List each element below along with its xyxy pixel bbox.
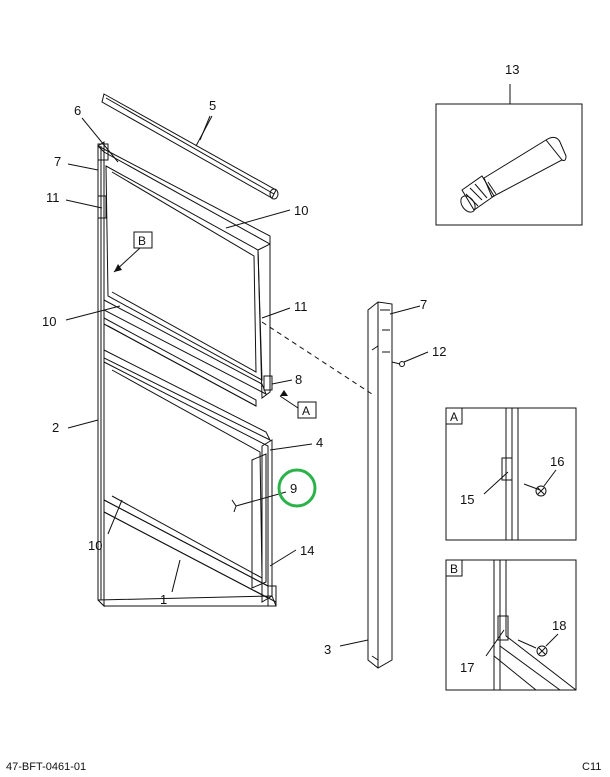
top-channel-part-5	[101, 93, 279, 200]
projection-line	[261, 321, 373, 395]
callout-12: 12	[432, 344, 446, 359]
callout-7: 7	[420, 297, 427, 312]
callout-5: 5	[209, 98, 216, 113]
sheet-number: C11	[582, 761, 601, 773]
callout-16: 16	[550, 454, 564, 469]
callout-10: 10	[42, 314, 56, 329]
detail-a-box	[445, 407, 577, 541]
ref-box-a	[297, 401, 317, 419]
drawing-id: 47-BFT-0461-01	[6, 761, 86, 773]
callout-2: 2	[52, 420, 59, 435]
leader-lines	[65, 115, 559, 657]
detail-a-label: A	[450, 410, 458, 424]
screw-part-12	[391, 361, 405, 367]
callout-10: 10	[88, 538, 102, 553]
callout-13: 13	[505, 62, 519, 77]
callout-14: 14	[300, 543, 314, 558]
door-frame	[97, 141, 277, 608]
callout-15: 15	[460, 492, 474, 507]
callout-6: 6	[74, 103, 81, 118]
ref-b-label: B	[138, 234, 146, 248]
ref-box-b	[133, 231, 153, 249]
callout-10: 10	[294, 203, 308, 218]
arrowheads	[114, 264, 288, 396]
callout-8: 8	[295, 372, 302, 387]
callout-17: 17	[460, 660, 474, 675]
callout-1: 1	[160, 592, 167, 607]
upright-channel-part-3	[367, 301, 393, 669]
callout-4: 4	[316, 435, 323, 450]
callout-9: 9	[290, 481, 297, 496]
callout-11: 11	[294, 299, 308, 314]
ref-a-label: A	[302, 404, 310, 418]
detail-b-label: B	[450, 562, 458, 576]
callout-7: 7	[54, 154, 61, 169]
highlight-circle	[277, 468, 317, 508]
callout-11: 11	[46, 190, 60, 205]
detail-b-box	[445, 559, 577, 691]
sealant-tube-detail	[435, 84, 583, 226]
callout-3: 3	[324, 642, 331, 657]
callout-labels: 13 5 6 7 11 10 10 11 7 12 8 2 4 9 10 14 …	[42, 62, 566, 675]
callout-18: 18	[552, 618, 566, 633]
